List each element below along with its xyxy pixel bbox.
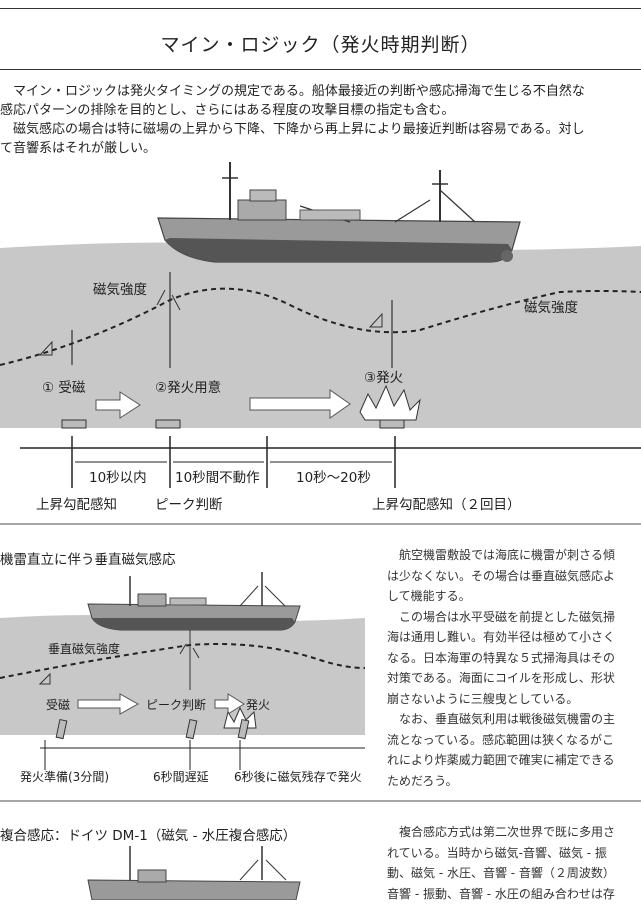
text-line: 崩さないように三艘曳としている。 (387, 689, 615, 710)
text-line: は少なくない。その場合は垂直磁気感応よ (387, 566, 615, 587)
step-fire-2: 発火 (246, 696, 270, 713)
wave-label-right: 磁気強度 (524, 296, 578, 316)
section2-body-text: 航空機雷敷設では海底に機雷が刺さる傾 は少なくない。その場合は垂直磁気感応よ し… (387, 545, 615, 791)
note-residual-fire: 6秒後に磁気残存で発火 (234, 768, 362, 785)
text-line: ためだろう。 (387, 771, 615, 792)
event-rising-gradient: 上昇勾配感知 (36, 493, 117, 513)
text-line: 海は通用し難い。有効半径は極めて小さく (387, 627, 615, 648)
section-heading-vertical-magnetic: 機雷直立に伴う垂直磁気感応 (0, 548, 176, 568)
text-line: 流となっている。感応範囲は狭くなるがこ (387, 730, 615, 751)
text-line: れている。当時から磁気-音響、磁気 - 振 (387, 843, 615, 864)
section3-body-text: 複合感応方式は第二次世界で既に多用さ れている。当時から磁気-音響、磁気 - 振… (387, 822, 615, 904)
text-line: なる。日本海軍の特異な５式掃海具はその (387, 648, 615, 669)
step-fire: ③発火 (364, 366, 403, 386)
text-line: この場合は水平受磁を前提とした磁気掃 (387, 607, 615, 628)
text-line: 航空機雷敷設では海底に機雷が刺さる傾 (387, 545, 615, 566)
note-delay: 6秒間遅延 (153, 768, 209, 785)
event-peak-judgment: ピーク判断 (155, 493, 223, 513)
text-line: なお、垂直磁気利用は戦後磁気機雷の主 (387, 709, 615, 730)
wave-label-vertical: 垂直磁気強度 (48, 640, 120, 657)
mine-icon (62, 420, 86, 428)
ship-illustration-3 (88, 846, 300, 900)
note-firing-prep: 発火準備(3分間) (20, 768, 109, 785)
text-line: 対策である。海面にコイルを形成し、形状 (387, 668, 615, 689)
text-line: 音響 - 振動、音響 - 水圧の組み合わせは存 (387, 884, 615, 904)
interval-10-20s: 10秒～20秒 (296, 466, 371, 486)
section-heading-combined-sensing: 複合感応：ドイツ DM-1（磁気 - 水圧複合感応） (0, 824, 296, 844)
wave-label-left: 磁気強度 (93, 278, 147, 298)
step-firing-ready: ②発火用意 (155, 376, 221, 396)
mine-icon (380, 420, 404, 428)
step-receive-magnetism: ① 受磁 (42, 376, 85, 396)
text-line: れにより炸薬威力範囲で確実に補定できる (387, 750, 615, 771)
step-peak: ピーク判断 (146, 696, 206, 713)
event-rising-gradient-second: 上昇勾配感知（２回目） (372, 493, 521, 513)
text-line: 複合感応方式は第二次世界で既に多用さ (387, 822, 615, 843)
text-line: して機能する。 (387, 586, 615, 607)
step-receive: 受磁 (46, 696, 70, 713)
ship-illustration-1 (158, 162, 520, 262)
ship-illustration-2 (88, 572, 300, 630)
interval-10s-inactive: 10秒間不動作 (175, 466, 260, 486)
mine-icon (156, 420, 180, 428)
sea-surface-2 (0, 615, 365, 735)
interval-within-10s: 10秒以内 (89, 466, 147, 486)
text-line: 動、磁気 - 水圧、音響 - 音響（２周波数） (387, 863, 615, 884)
